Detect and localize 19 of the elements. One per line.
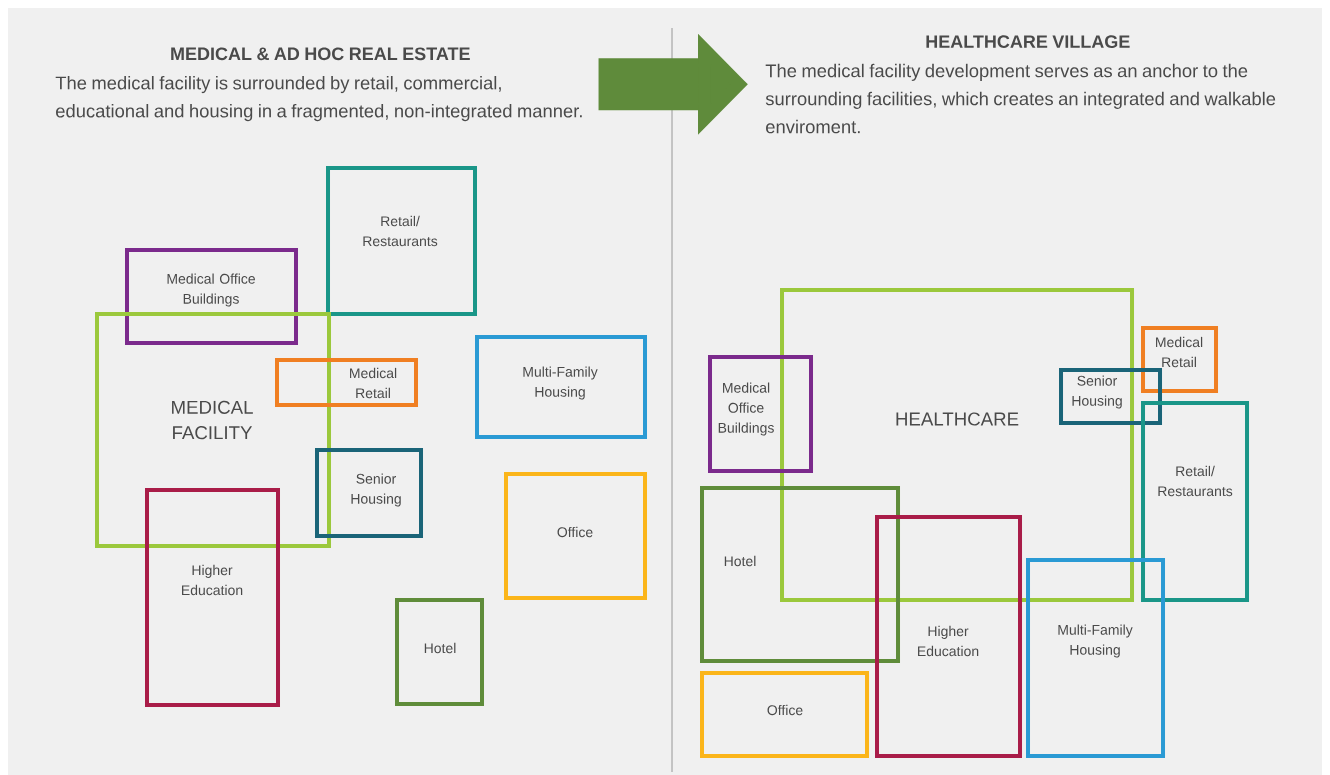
land-use-box: Hotel (700, 486, 900, 663)
land-use-box: Senior Housing (1059, 368, 1162, 425)
land-use-box: Multi-Family Housing (475, 335, 647, 439)
land-use-box: Senior Housing (315, 448, 423, 538)
panel-description: HEALTHCARE VILLAGE The medical facility development serves as an anchor to the surrounding facilities, which creates an integrated and walkable enviroment. (765, 35, 1276, 134)
land-use-box: Medical Office Buildings (125, 248, 298, 345)
land-use-box: Medical Retail (275, 358, 418, 407)
land-use-box: Retail/ Restaurants (1141, 401, 1249, 602)
land-use-box: Higher Education (145, 488, 280, 707)
land-use-box: Retail/ Restaurants (326, 166, 477, 316)
land-use-box: Multi-Family Housing (1026, 558, 1165, 758)
land-use-box: MEDICAL FACILITY (95, 312, 331, 548)
land-use-box: Hotel (395, 598, 484, 706)
land-use-box: Medical Retail (1141, 326, 1218, 393)
land-use-box: Office (700, 671, 869, 758)
land-use-box: Office (504, 472, 647, 600)
land-use-box: Medical Office Buildings (708, 355, 813, 473)
land-use-box: Higher Education (875, 515, 1022, 758)
panel-description: MEDICAL & AD HOC REAL ESTATE The medical facility is surrounded by retail, commercial, educational and housing in a fragmented, non-integrated manner. (55, 47, 582, 122)
